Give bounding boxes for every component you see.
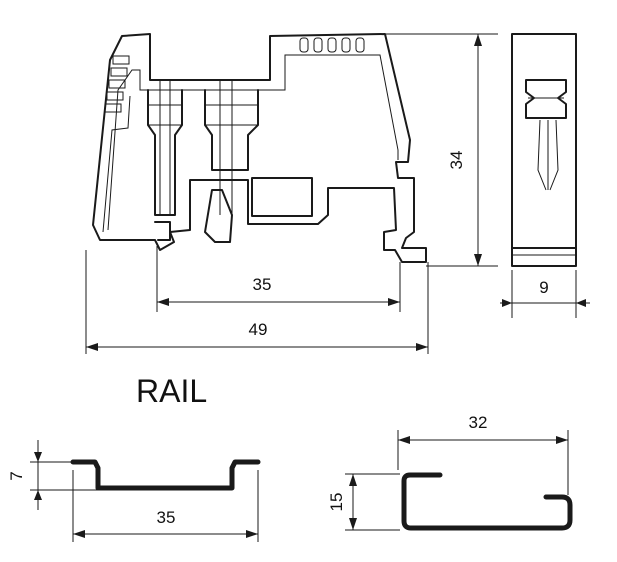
top-serrations	[299, 37, 365, 53]
dimension-label-35-rail: 35	[157, 508, 176, 527]
dimension-9: 9	[500, 270, 590, 318]
screw-clamp-right	[204, 80, 259, 243]
screw-clamp-left	[147, 80, 183, 216]
dimension-label-9: 9	[539, 278, 548, 297]
dimension-label-35-block: 35	[253, 275, 272, 294]
foot-left	[154, 221, 171, 241]
dimension-label-49: 49	[249, 320, 268, 339]
side-spring	[537, 119, 559, 191]
dimension-35-rail: 35	[72, 470, 259, 542]
rail-section-title: RAIL	[136, 373, 207, 409]
dimension-32: 32	[397, 413, 569, 495]
dimension-label-34: 34	[447, 151, 466, 170]
left-serrations	[104, 55, 130, 113]
dimension-35-block: 35	[156, 246, 401, 312]
top-hat-rail-profile	[70, 459, 261, 491]
c-rail-profile	[401, 472, 573, 531]
housing-outline	[92, 33, 427, 263]
dimension-7: 7	[7, 440, 98, 510]
dimension-34: 34	[385, 33, 498, 267]
dimension-label-7: 7	[7, 471, 26, 480]
dimension-15: 15	[327, 473, 400, 531]
dimension-label-32: 32	[469, 413, 488, 432]
terminal-block-front-view	[92, 33, 427, 263]
side-slot	[251, 177, 313, 217]
terminal-block-side-view	[511, 33, 577, 267]
dimension-49: 49	[85, 250, 429, 354]
left-wall-inner	[102, 95, 131, 233]
dimension-label-15: 15	[327, 493, 346, 512]
side-screw	[525, 79, 567, 119]
